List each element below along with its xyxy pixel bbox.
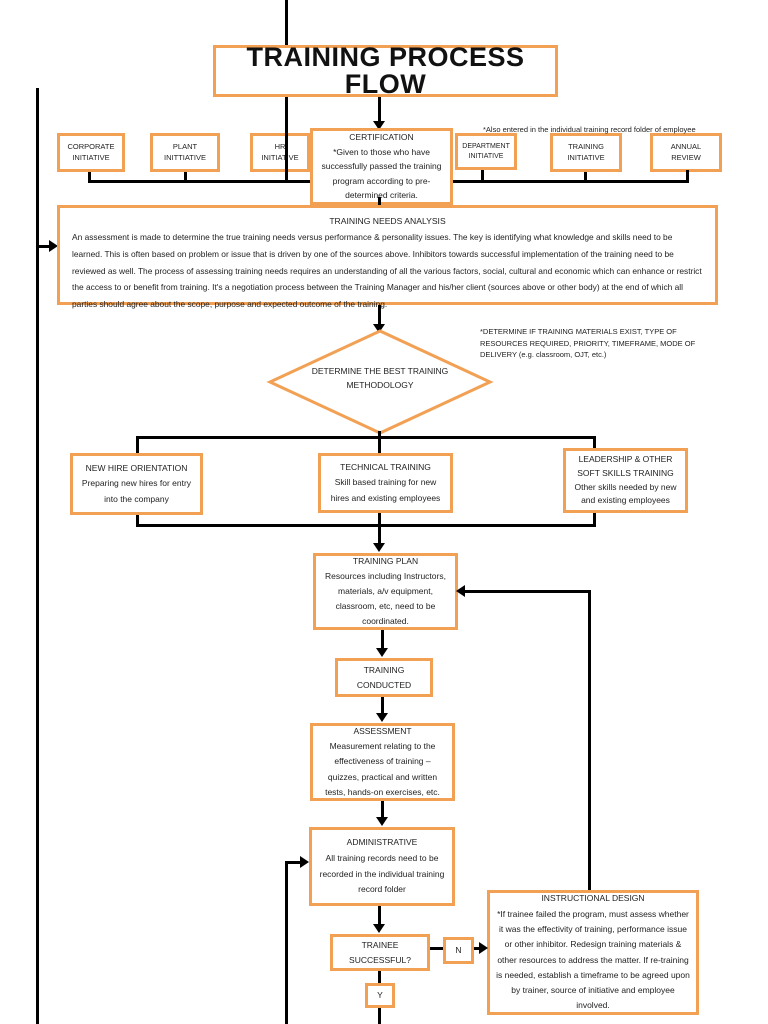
node-label: ANNUAL REVIEW	[670, 142, 702, 162]
arrowhead-into-assessment	[376, 713, 388, 722]
note-record-folder: *Also entered in the individual training…	[483, 125, 696, 134]
arrowhead-into-tna-left	[49, 240, 58, 252]
connector-certification-to-tna	[378, 197, 381, 209]
connector-drop-technical	[378, 436, 381, 453]
connector-drop-leadership	[593, 436, 596, 448]
node-title: NEW HIRE ORIENTATION	[85, 463, 188, 474]
node-department-initiative: DEPARTMENT INITIATIVE	[455, 133, 517, 170]
connector-conducted-to-assessment	[381, 697, 384, 714]
node-body: *If trainee failed the program, must ass…	[496, 908, 690, 1011]
arrowhead-into-successful	[373, 924, 385, 933]
node-annual-review: ANNUAL REVIEW	[650, 133, 722, 172]
connector-successful-to-n	[430, 947, 443, 950]
arrowhead-into-training-plan	[373, 543, 385, 552]
connector-branch-rail-top	[136, 436, 596, 439]
connector-stub-department	[481, 170, 484, 183]
connector-redesign-feedback-vertical	[588, 590, 591, 890]
node-branch-yes: Y	[365, 983, 395, 1008]
connector-up-leadership	[593, 513, 596, 525]
node-title: LEADERSHIP & OTHER SOFT SKILLS TRAINING	[577, 454, 674, 478]
connector-rail-to-training-plan	[378, 524, 381, 544]
arrowhead-into-administrative-left	[300, 856, 309, 868]
page-title: TRAINING PROCESS FLOW	[246, 42, 525, 99]
connector-y-to-page-bottom	[378, 1008, 381, 1024]
node-label: TRAINING INITIATIVE	[567, 142, 605, 162]
node-training-conducted: TRAINING CONDUCTED	[335, 658, 433, 697]
node-assessment: ASSESSMENT Measurement relating to the e…	[310, 723, 455, 801]
arrowhead-into-instructional-design	[479, 942, 488, 954]
node-body: An assessment is made to determine the t…	[72, 232, 702, 309]
node-training-plan: TRAINING PLAN Resources including Instru…	[313, 553, 458, 630]
arrowhead-title-to-certification	[373, 121, 385, 130]
connector-title-to-certification	[378, 97, 381, 123]
connector-plan-to-conducted	[381, 630, 384, 649]
node-training-needs-analysis: TRAINING NEEDS ANALYSIS An assessment is…	[57, 205, 718, 309]
node-body: Resources including Instructors, materia…	[325, 571, 446, 626]
connector-left-feedback-vertical	[36, 88, 39, 1024]
connector-bottom-feedback-horizontal	[285, 861, 302, 864]
connector-stub-corporate	[88, 172, 91, 183]
arrowhead-into-training-plan-right	[456, 585, 465, 597]
node-title: ADMINISTRATIVE	[346, 837, 418, 848]
connector-assessment-to-administrative	[381, 801, 384, 819]
node-training-initiative: TRAINING INITIATIVE	[550, 133, 622, 172]
node-title: TRAINEE SUCCESSFUL?	[349, 940, 411, 965]
node-label: PLANT INITTIATIVE	[164, 142, 206, 162]
connector-decision-stub	[378, 431, 381, 438]
node-title: TECHNICAL TRAINING	[340, 462, 431, 473]
connector-stub-annual	[686, 170, 689, 183]
node-certification: CERTIFICATION *Given to those who have s…	[310, 128, 453, 205]
node-corporate-initiative: CORPORATE INITIATIVE	[57, 133, 125, 172]
node-leadership-soft-skills: LEADERSHIP & OTHER SOFT SKILLS TRAINING …	[563, 448, 688, 513]
node-title: INSTRUCTIONAL DESIGN	[541, 893, 645, 904]
node-body: Skill based training for new hires and e…	[330, 477, 441, 503]
connector-successful-to-y	[378, 971, 381, 983]
arrowhead-tna-to-decision	[373, 324, 385, 333]
node-branch-no: N	[443, 937, 474, 964]
node-technical-training: TECHNICAL TRAINING Skill based training …	[318, 453, 453, 513]
arrowhead-into-administrative	[376, 817, 388, 826]
node-plant-initiative: PLANT INITTIATIVE	[150, 133, 220, 172]
connector-drop-new-hire	[136, 436, 139, 453]
node-title: TRAINING NEEDS ANALYSIS	[329, 216, 446, 226]
node-body: All training records need to be recorded…	[319, 852, 445, 895]
node-title: ASSESSMENT	[353, 725, 412, 736]
connector-bottom-feedback-vertical	[285, 861, 288, 1024]
node-label: HR INITIATIVE	[261, 142, 299, 162]
connector-up-technical	[378, 513, 381, 525]
node-label: Y	[377, 989, 383, 1000]
node-administrative: ADMINISTRATIVE All training records need…	[309, 827, 455, 906]
connector-tna-to-decision	[378, 305, 381, 326]
node-body: Other skills needed by new and existing …	[574, 481, 677, 506]
node-label: CORPORATE INITIATIVE	[67, 142, 115, 162]
node-title: CERTIFICATION	[349, 132, 414, 143]
node-decision-methodology: DETERMINE THE BEST TRAINING METHODOLOGY	[311, 366, 449, 390]
node-body: *Given to those who have successfully pa…	[321, 146, 442, 201]
node-trainee-successful: TRAINEE SUCCESSFUL?	[330, 934, 430, 971]
node-label: DEPARTMENT INITIATIVE	[462, 143, 510, 160]
connector-stub-plant	[184, 172, 187, 183]
note-materials: *DETERMINE IF TRAINING MATERIALS EXIST, …	[480, 327, 696, 360]
node-label: N	[455, 944, 462, 955]
connector-n-to-instructional-design	[474, 947, 481, 950]
node-hr-initiative: HR INITIATIVE	[250, 133, 310, 172]
node-title: TRAINING CONDUCTED	[356, 665, 412, 690]
connector-up-new-hire	[136, 515, 139, 525]
node-instructional-design: INSTRUCTIONAL DESIGN *If trainee failed …	[487, 890, 699, 1015]
node-title: TRAINING PLAN	[352, 556, 419, 567]
connector-administrative-to-successful	[378, 906, 381, 926]
connector-branch-rail-bottom	[136, 524, 596, 527]
arrowhead-into-conducted	[376, 648, 388, 657]
connector-left-feedback-horizontal	[38, 245, 51, 248]
node-new-hire-orientation: NEW HIRE ORIENTATION Preparing new hires…	[70, 453, 203, 515]
connector-redesign-feedback-horizontal	[464, 590, 591, 593]
node-body: Measurement relating to the effectivenes…	[325, 741, 440, 797]
connector-stub-training	[584, 172, 587, 183]
page-title-box: TRAINING PROCESS FLOW	[213, 42, 558, 99]
node-body: Preparing new hires for entry into the c…	[81, 478, 192, 504]
